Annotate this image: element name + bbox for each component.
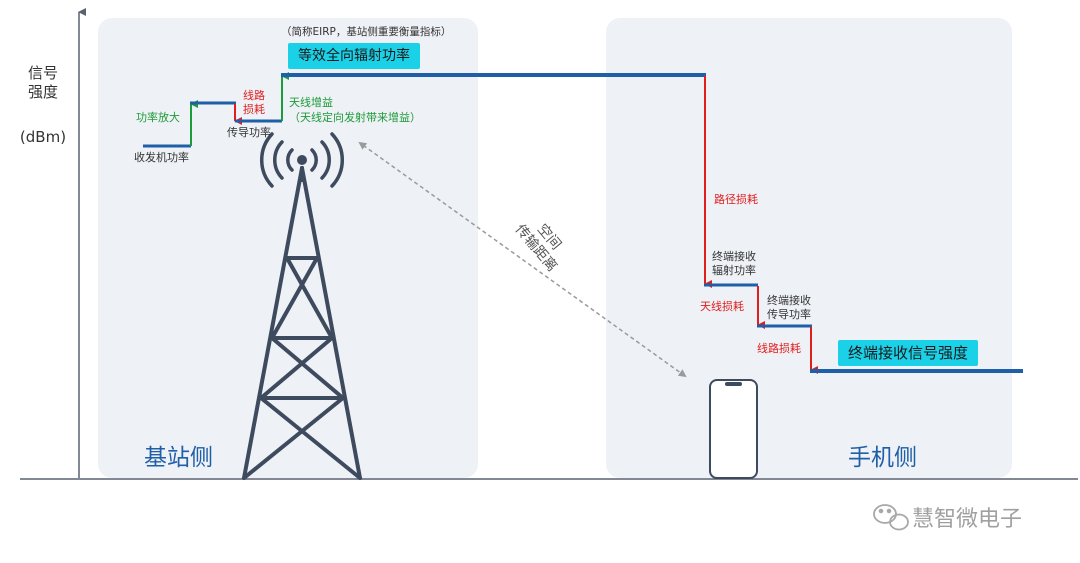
watermark-text: 慧智微电子 bbox=[912, 507, 1023, 532]
terminal-conducted-line1: 终端接收 bbox=[767, 294, 811, 307]
cell-tower-icon bbox=[242, 132, 362, 480]
eirp-callout: 等效全向辐射功率 bbox=[288, 43, 420, 69]
y-axis-title-line2: 强度 bbox=[27, 83, 58, 101]
y-axis-unit: (dBm) bbox=[19, 128, 67, 146]
terminal-side-label: 手机侧 bbox=[848, 445, 917, 471]
path-loss-label: 路径损耗 bbox=[714, 193, 758, 206]
terminal-radiated-line2: 辐射功率 bbox=[712, 264, 756, 277]
pa-gain-label: 功率放大 bbox=[136, 111, 180, 124]
conducted-power-label: 传导功率 bbox=[227, 126, 271, 139]
eirp-note: （简称EIRP，基站侧重要衡量指标） bbox=[281, 26, 452, 38]
line-loss-label-line1: 线路 bbox=[243, 89, 265, 102]
space-distance-arrow-back bbox=[677, 369, 687, 378]
space-distance-arrow bbox=[358, 141, 686, 377]
line-loss-label: 线路 损耗 bbox=[243, 89, 265, 117]
terminal-conducted-line2: 传导功率 bbox=[767, 308, 811, 321]
y-axis-title: 信号 强度 bbox=[18, 64, 68, 102]
terminal-conducted-label: 终端接收 传导功率 bbox=[767, 294, 811, 322]
terminal-radiated-line1: 终端接收 bbox=[712, 250, 756, 263]
wechat-icon bbox=[873, 504, 909, 531]
antenna-loss-label: 天线损耗 bbox=[700, 300, 744, 313]
base-station-side-label: 基站侧 bbox=[144, 445, 213, 471]
rx-strength-callout: 终端接收信号强度 bbox=[838, 340, 979, 366]
antenna-gain-label: 天线增益 bbox=[289, 96, 333, 109]
terminal-line-loss-label: 线路损耗 bbox=[757, 342, 801, 355]
y-axis-title-line1: 信号 bbox=[27, 64, 58, 82]
tx-power-label: 收发机功率 bbox=[134, 151, 189, 164]
phone-icon bbox=[709, 379, 758, 479]
line-loss-label-line2: 损耗 bbox=[243, 103, 265, 116]
antenna-gain-note: （天线定向发射带来增益） bbox=[289, 111, 421, 124]
terminal-panel bbox=[606, 18, 1012, 478]
terminal-radiated-label: 终端接收 辐射功率 bbox=[712, 250, 756, 278]
